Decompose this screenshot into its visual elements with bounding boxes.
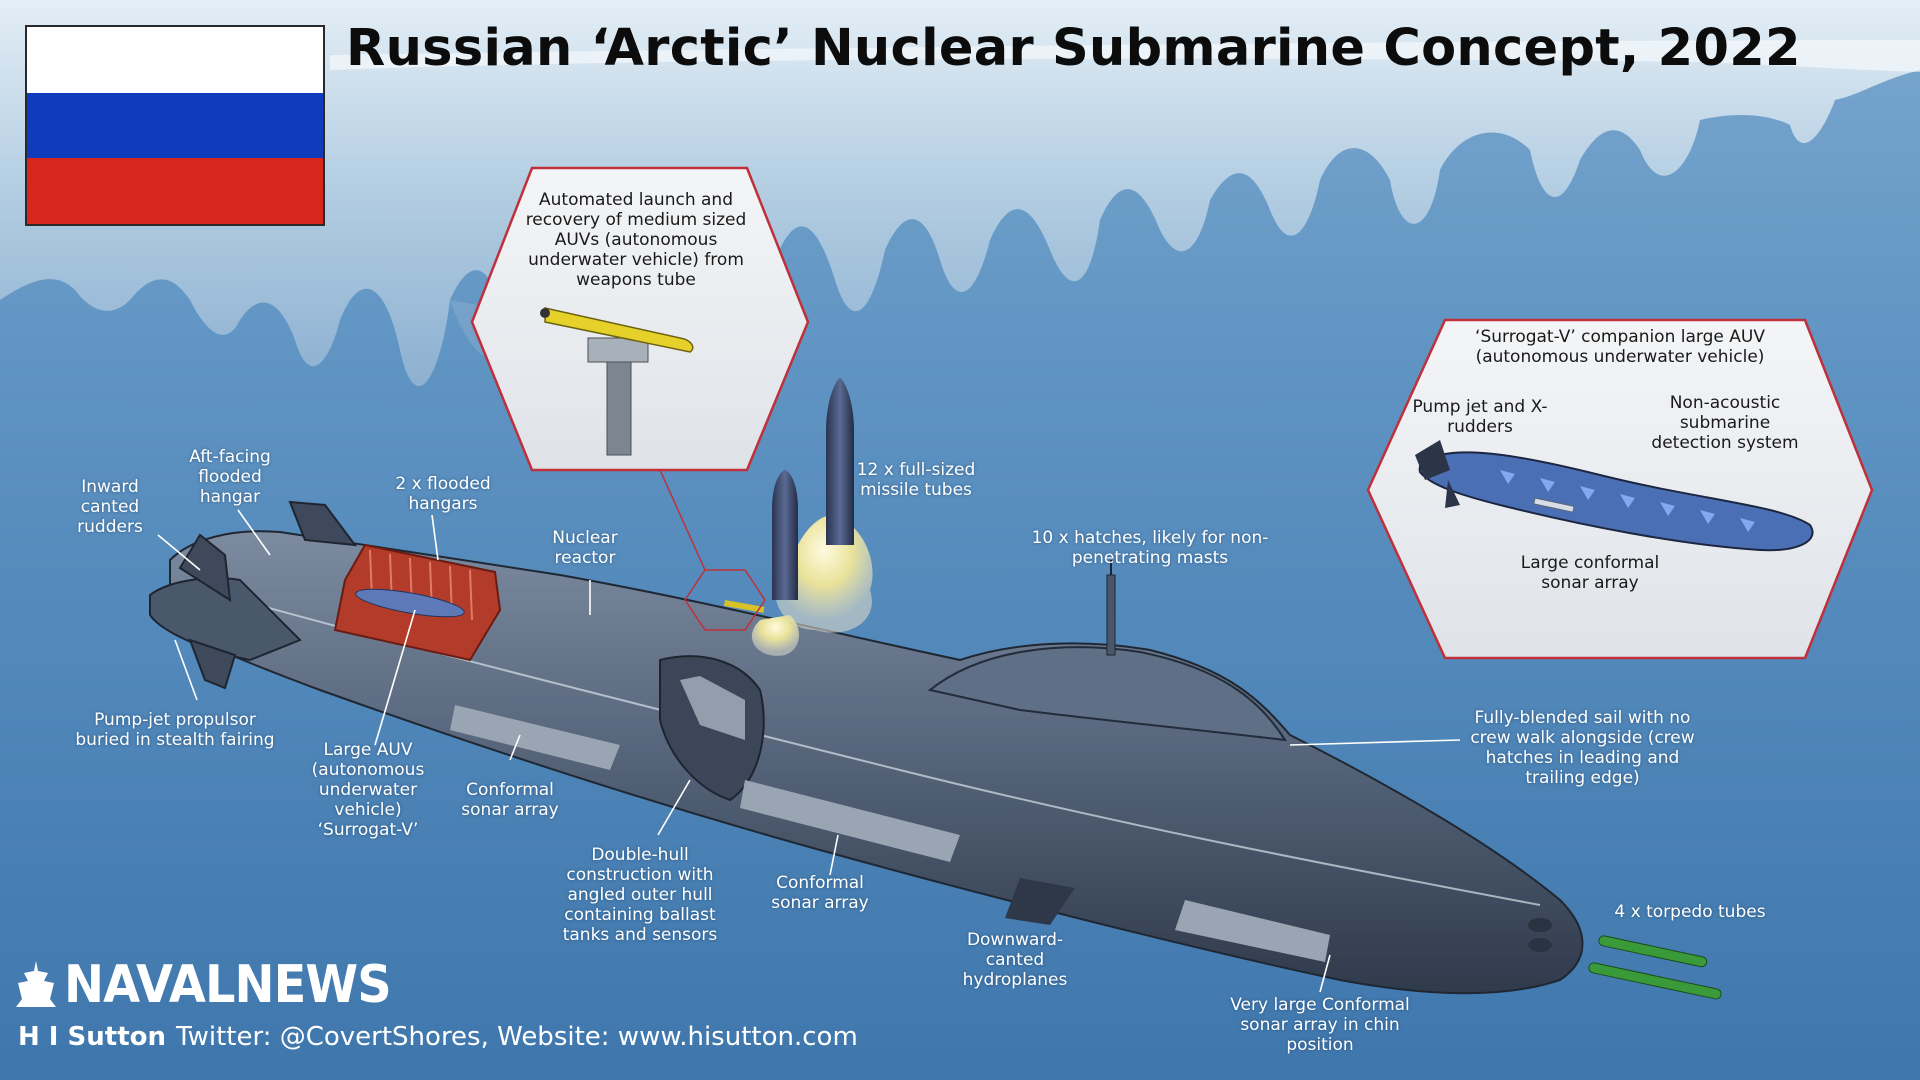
conformal-sonar-1	[450, 705, 620, 770]
label-pump-jet: Pump-jet propulsor buried in stealth fai…	[75, 710, 275, 750]
flag-red-stripe	[27, 158, 323, 224]
pump-x-rudders-text: Pump jet and X- rudders	[1412, 397, 1548, 437]
credit-line: H I Sutton Twitter: @CovertShores, Websit…	[18, 1022, 858, 1052]
missile-1	[826, 378, 854, 545]
auv-in-hangar	[355, 588, 465, 618]
label-large-auv: Large AUV (autonomous underwater vehicle…	[311, 740, 425, 840]
weapons-tube-pillar	[606, 349, 632, 456]
sail	[927, 646, 1287, 742]
lower-rudder	[188, 638, 237, 690]
label-torpedo-tubes: 4 x torpedo tubes	[1614, 902, 1766, 922]
chin-sonar	[1175, 900, 1330, 962]
missile-launch	[751, 378, 873, 656]
torpedo-2	[1588, 962, 1722, 1000]
hull	[169, 530, 1584, 995]
label-missile-tubes: 12 x full-sized missile tubes	[856, 460, 976, 500]
large-conformal-text: Large conformal sonar array	[1520, 553, 1660, 593]
label-nuclear-reactor: Nuclear reactor	[552, 528, 618, 568]
page-title: Russian ‘Arctic’ Nuclear Submarine Conce…	[346, 19, 1801, 78]
label-chin-sonar: Very large Conformal sonar array in chin…	[1230, 995, 1410, 1055]
label-double-hull: Double-hull construction with angled out…	[562, 845, 718, 945]
stern-fairing	[149, 577, 302, 662]
aft-fin	[288, 500, 358, 547]
label-sail: Fully-blended sail with no crew walk alo…	[1470, 708, 1695, 788]
torpedo-1	[1598, 935, 1708, 968]
launch-callout-hexagon	[470, 166, 810, 472]
label-inward-rudders: Inward canted rudders	[77, 477, 143, 537]
logo-text: NAVALNEWS	[64, 955, 392, 1015]
mast	[1106, 574, 1116, 656]
label-flooded-hangars: 2 x flooded hangars	[395, 474, 491, 514]
missile-2	[772, 470, 798, 600]
flag-white-stripe	[27, 27, 323, 93]
surrogat-auv	[1418, 451, 1814, 552]
flag-blue-stripe	[27, 92, 323, 159]
ice-highlight	[330, 40, 1920, 72]
launch-zoom-hex	[684, 569, 766, 631]
hydroplane	[1005, 878, 1075, 925]
ship-icon	[16, 961, 56, 1007]
medium-auv	[544, 307, 694, 353]
launch-callout-text: Automated launch and recovery of medium …	[525, 190, 747, 290]
submarine	[149, 378, 1722, 1000]
navalnews-logo: NAVALNEWS	[14, 955, 419, 1015]
callout-lines	[157, 509, 1461, 993]
surrogat-callout-title: ‘Surrogat-V’ companion large AUV (autono…	[1475, 327, 1765, 367]
nonacoustic-text: Non-acoustic submarine detection system	[1651, 393, 1799, 453]
upper-rudder	[178, 533, 232, 602]
label-hatches: 10 x hatches, likely for non- penetratin…	[1031, 528, 1269, 568]
ice-ceiling	[0, 0, 1920, 387]
conformal-sonar-2	[740, 780, 960, 862]
russian-flag	[25, 25, 325, 226]
label-conformal-1: Conformal sonar array	[461, 780, 559, 820]
label-conformal-2: Conformal sonar array	[771, 873, 869, 913]
credit-contact: Twitter: @CovertShores, Website: www.his…	[176, 1022, 858, 1052]
label-aft-hangar: Aft-facing flooded hangar	[189, 447, 271, 507]
author-name: H I Sutton	[18, 1022, 167, 1052]
label-hydroplanes: Downward- canted hydroplanes	[962, 930, 1068, 990]
